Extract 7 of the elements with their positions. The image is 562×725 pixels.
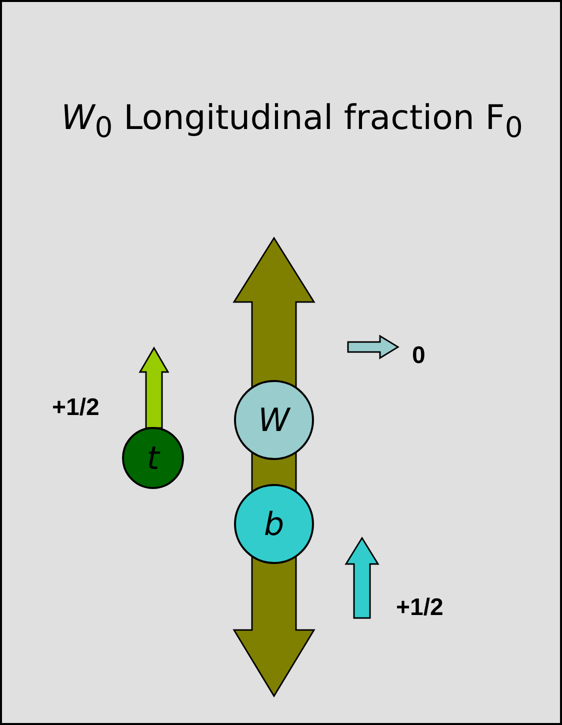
particle-symbol: b: [264, 505, 284, 543]
spin-label: 0: [412, 342, 426, 370]
particle-symbol: t: [146, 439, 160, 477]
particle-symbol: W: [258, 401, 290, 439]
spin-label: +1/2: [52, 394, 100, 422]
spin-label: +1/2: [396, 594, 444, 622]
title: W$_{0}$ Longitudinal fraction F$_{0}$: [60, 97, 524, 146]
